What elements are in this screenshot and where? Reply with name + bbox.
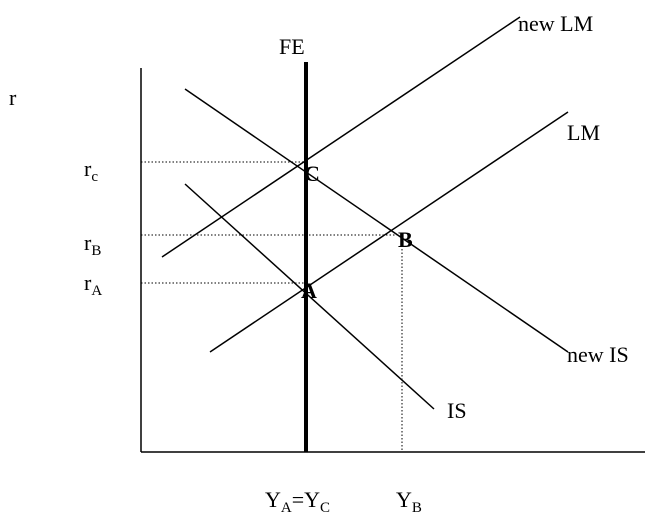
tick-rc: rc — [84, 156, 98, 185]
point-b-label: B — [398, 227, 413, 252]
new-lm-line — [161, 16, 521, 258]
y-axis-label: r — [9, 85, 17, 110]
fe-label: FE — [279, 34, 305, 59]
new-is-label: new IS — [567, 342, 629, 367]
tick-ra: rA — [84, 270, 102, 299]
lm-line — [209, 111, 569, 353]
new-is-line — [184, 88, 569, 353]
tick-ya-yc: YA=YC — [265, 487, 330, 516]
point-a-label: A — [301, 278, 317, 303]
tick-yb: YB — [396, 487, 422, 516]
lm-label: LM — [567, 120, 600, 145]
point-c-label: C — [304, 161, 320, 186]
is-line — [184, 183, 435, 410]
new-lm-label: new LM — [518, 11, 593, 36]
is-label: IS — [447, 398, 467, 423]
tick-rb: rB — [84, 230, 101, 259]
